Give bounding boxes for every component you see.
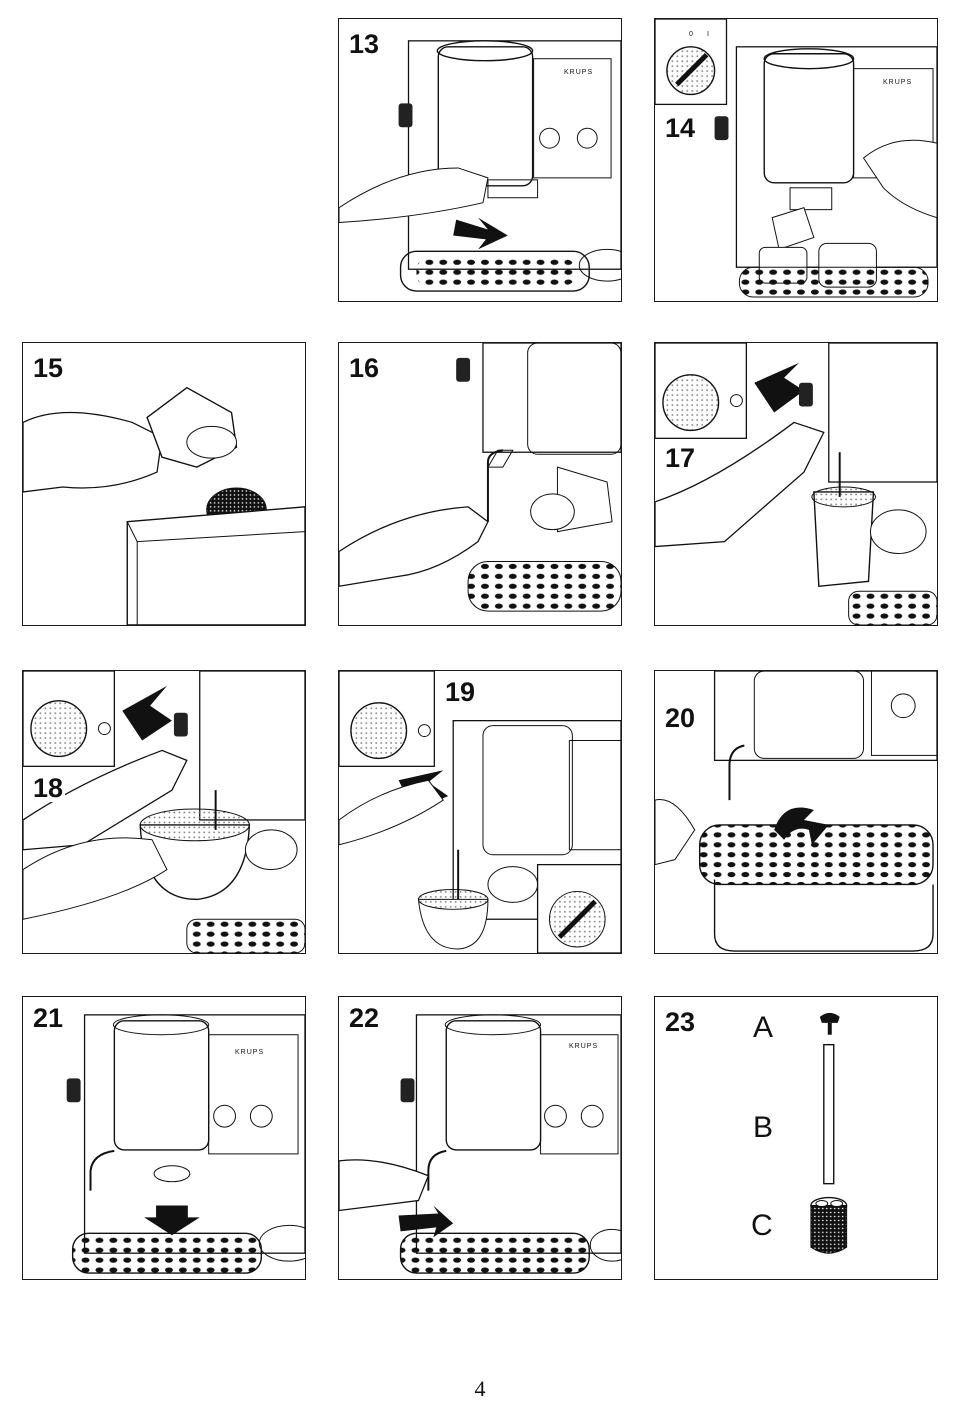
part-label-b: B xyxy=(753,1111,774,1144)
brand-label: KRUPS xyxy=(569,1043,599,1050)
step-number: 14 xyxy=(663,113,698,143)
step-number: 15 xyxy=(31,353,66,383)
step-number: 13 xyxy=(347,29,382,59)
panel-17: 17 xyxy=(654,342,938,626)
brand-label: KRUPS xyxy=(235,1049,265,1056)
step-number: 21 xyxy=(31,1003,66,1033)
knob-position-off: 0 xyxy=(689,31,694,38)
machine-illustration xyxy=(655,19,937,298)
frothing-illustration xyxy=(655,343,937,625)
machine-illustration xyxy=(339,671,621,953)
panel-22: 22 KRUPS xyxy=(338,996,622,1280)
panel-13: 13 KRUPS xyxy=(338,18,622,302)
panel-14: 14 0 I KRUPS xyxy=(654,18,938,302)
step-number: 17 xyxy=(663,443,698,473)
panel-18: 18 xyxy=(22,670,306,954)
page-number: 4 xyxy=(474,1376,486,1401)
step-number: 22 xyxy=(347,1003,382,1033)
panel-15: 15 xyxy=(22,342,306,626)
panel-23: 23 A B C xyxy=(654,996,938,1280)
panel-21: 21 KRUPS xyxy=(22,996,306,1280)
step-number: 23 xyxy=(663,1007,698,1037)
steam-nozzle-illustration xyxy=(339,343,621,612)
brand-label: KRUPS xyxy=(883,79,913,86)
panel-16: 16 xyxy=(338,342,622,626)
drip-tray-illustration xyxy=(655,671,937,952)
knob-position-on: I xyxy=(707,31,710,38)
knock-out-illustration xyxy=(23,386,305,625)
step-number: 16 xyxy=(347,353,382,383)
machine-illustration xyxy=(66,1014,305,1274)
step-number: 18 xyxy=(31,773,66,803)
froth-cup-illustration xyxy=(23,671,305,953)
panel-20: 20 xyxy=(654,670,938,954)
step-number: 19 xyxy=(443,677,478,707)
part-label-a: A xyxy=(753,1011,774,1044)
panel-19: 19 xyxy=(338,670,622,954)
machine-illustration xyxy=(339,40,621,292)
machine-illustration xyxy=(339,1014,621,1274)
nozzle-parts-illustration xyxy=(810,1012,848,1254)
brand-label: KRUPS xyxy=(564,69,594,76)
part-label-c: C xyxy=(751,1209,773,1242)
step-number: 20 xyxy=(663,703,698,733)
